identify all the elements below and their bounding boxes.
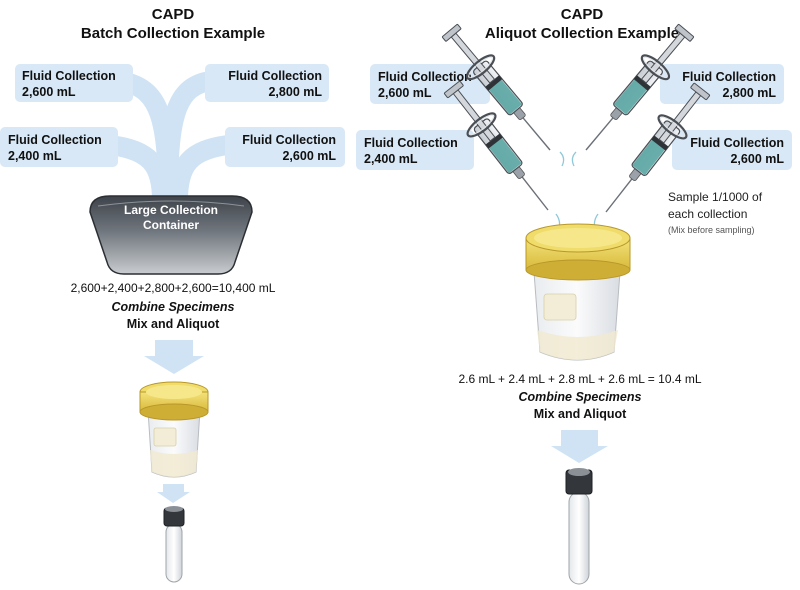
collection-volume: 2,600 mL	[730, 152, 784, 166]
large-collection-container: Large Collection Container	[89, 195, 253, 275]
batch-title-line1: CAPD	[152, 6, 195, 23]
collection-volume: 2,800 mL	[722, 86, 776, 100]
aliquot-combine-label: Combine Specimens	[519, 390, 642, 404]
collection-volume: 2,400 mL	[364, 152, 418, 166]
container-label-line1: Large Collection	[124, 203, 218, 217]
collection-volume: 2,600 mL	[378, 86, 432, 100]
collection-label: Fluid Collection	[8, 133, 102, 147]
collection-label: Fluid Collection	[378, 70, 472, 84]
aliquot-arrow-down	[551, 430, 608, 463]
aliquot-collection-box-2: Fluid Collection 2,800 mL	[660, 64, 784, 104]
batch-title-line2: Batch Collection Example	[81, 25, 265, 42]
flow-streams	[100, 72, 238, 210]
sample-note-mix: (Mix before sampling)	[668, 225, 755, 235]
collection-volume: 2,800 mL	[268, 85, 322, 99]
batch-collection-box-3: Fluid Collection 2,400 mL	[0, 127, 118, 167]
collection-label: Fluid Collection	[690, 136, 784, 150]
aliquot-equation: 2.6 mL + 2.4 mL + 2.8 mL + 2.6 mL = 10.4…	[458, 372, 701, 386]
collection-volume: 2,400 mL	[8, 149, 62, 163]
collection-label: Fluid Collection	[242, 133, 336, 147]
batch-arrow-down-2	[157, 484, 190, 503]
collection-label: Fluid Collection	[364, 136, 458, 150]
batch-specimen-cup	[139, 381, 209, 478]
sample-drip-lines	[555, 151, 599, 233]
collection-label: Fluid Collection	[682, 70, 776, 84]
aliquot-mix-label: Mix and Aliquot	[534, 407, 627, 421]
batch-combine-label: Combine Specimens	[112, 300, 235, 314]
batch-mix-label: Mix and Aliquot	[127, 317, 220, 331]
batch-collection-box-4: Fluid Collection 2,600 mL	[225, 127, 345, 167]
collection-label: Fluid Collection	[228, 69, 322, 83]
aliquot-collection-box-3: Fluid Collection 2,400 mL	[356, 130, 474, 170]
batch-aliquot-tube	[163, 506, 185, 583]
sample-note-line2: each collection	[668, 207, 747, 221]
aliquot-specimen-cup	[525, 223, 631, 361]
sample-note-line1: Sample 1/1000 of	[668, 190, 763, 204]
batch-collection-box-1: Fluid Collection 2,600 mL	[15, 64, 133, 102]
batch-arrow-down-1	[144, 340, 204, 374]
container-label-line2: Container	[143, 218, 199, 232]
collection-label: Fluid Collection	[22, 69, 116, 83]
collection-volume: 2,600 mL	[282, 149, 336, 163]
batch-collection-panel: CAPD Batch Collection Example Fluid Coll…	[0, 6, 345, 583]
aliquot-title-line2: Aliquot Collection Example	[485, 25, 679, 42]
aliquot-title-line1: CAPD	[561, 6, 604, 23]
aliquot-collection-panel: CAPD Aliquot Collection Example Fluid Co…	[356, 6, 792, 585]
batch-collection-box-2: Fluid Collection 2,800 mL	[205, 64, 329, 102]
collection-volume: 2,600 mL	[22, 85, 76, 99]
aliquot-collection-box-4: Fluid Collection 2,600 mL	[672, 130, 792, 170]
batch-equation: 2,600+2,400+2,800+2,600=10,400 mL	[71, 281, 276, 295]
aliquot-tube	[565, 468, 593, 585]
